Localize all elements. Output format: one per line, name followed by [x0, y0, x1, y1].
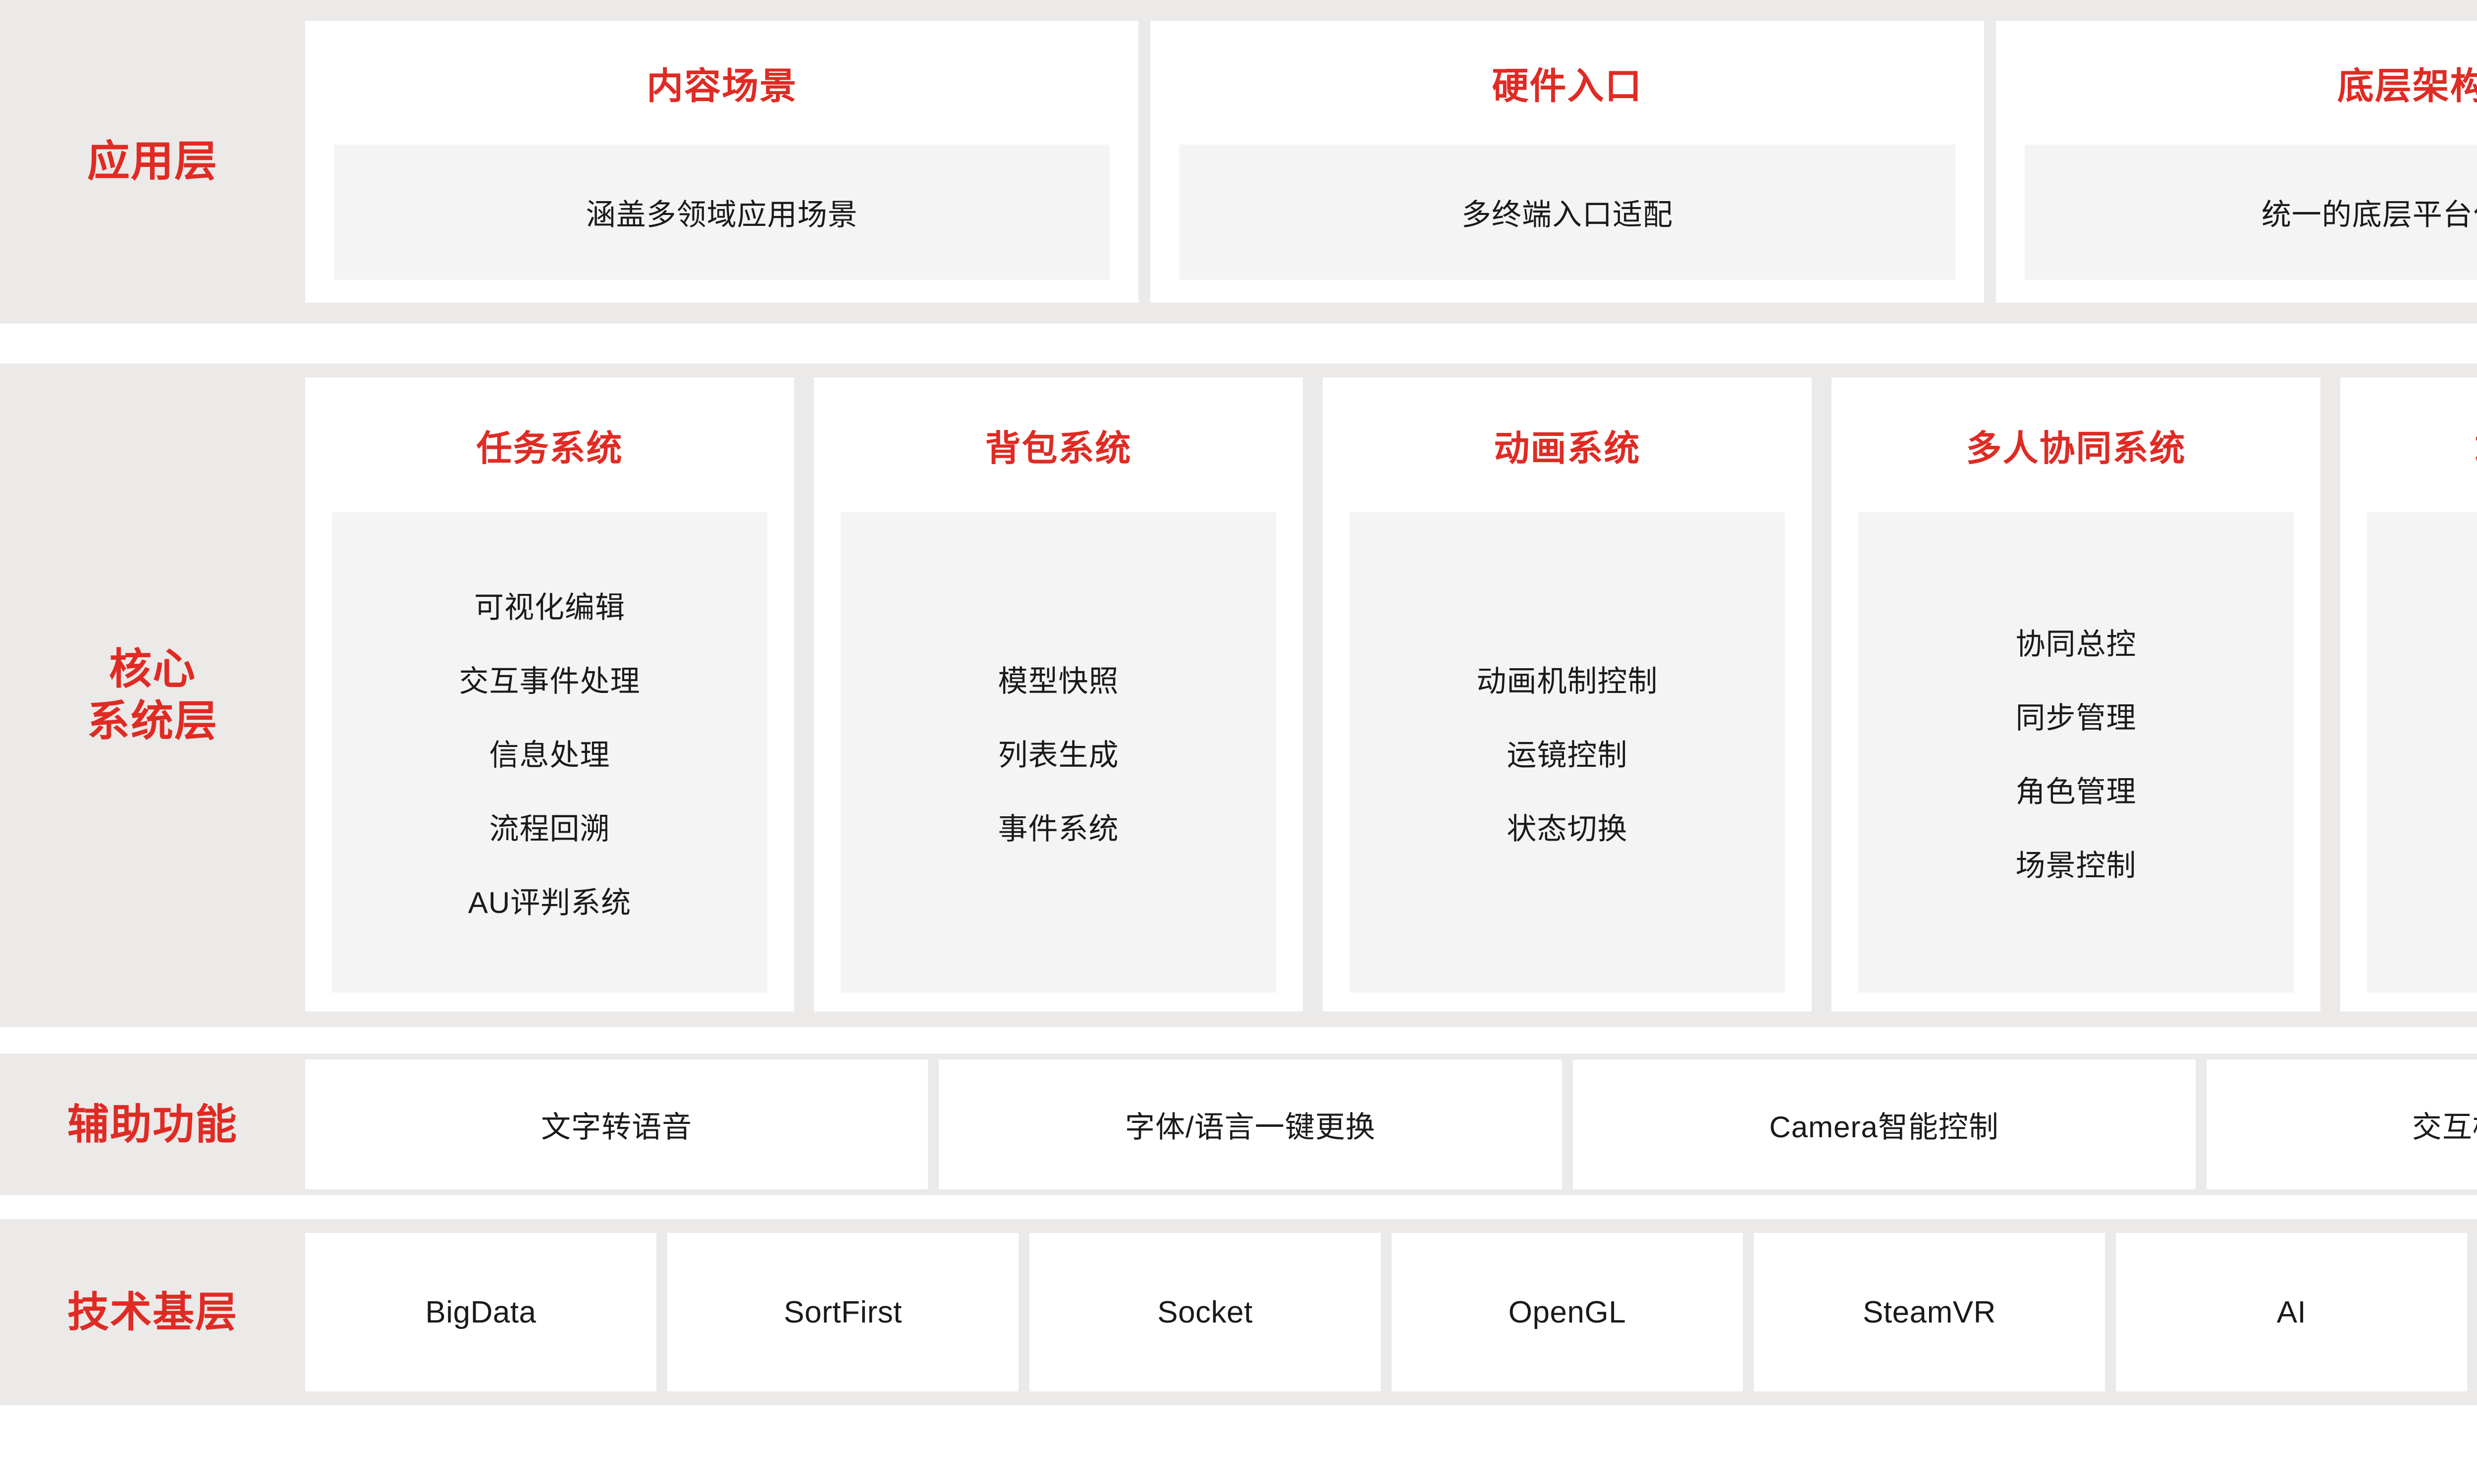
auxiliary-functions-label: 辅助功能	[67, 1101, 238, 1148]
core-card-items: 可视化编辑 交互事件处理 信息处理 流程回溯 AU评判系统	[332, 512, 767, 993]
application-card-description: 统一的底层平台化架构	[2024, 145, 2477, 280]
core-card-items: 动画机制控制 运镜控制 状态切换	[1349, 512, 1785, 993]
core-item: 角色管理	[2015, 775, 2137, 808]
core-system-layer-label: 核心 系统层	[0, 364, 305, 1027]
band-gap-1	[0, 323, 2477, 364]
core-card-items: 模型快照 列表生成 事件系统	[841, 512, 1276, 993]
auxiliary-functions-band: 辅助功能 文字转语音 字体/语言一键更换 Camera智能控制 交互模式切换屏	[0, 1054, 2477, 1195]
core-card-title: 动画系统	[1494, 428, 1641, 469]
core-item: 协同总控	[2015, 628, 2137, 661]
application-layer-band: 应用层 内容场景 涵盖多领域应用场景 硬件入口 多终端入口适配 底层架构 统一的…	[0, 0, 2477, 323]
core-item: AU评判系统	[468, 886, 632, 919]
tech-card-socket[interactable]: Socket	[1029, 1233, 1381, 1391]
core-card-title: 任务系统	[476, 428, 623, 469]
band-gap-2	[0, 1027, 2477, 1054]
core-item: 动画机制控制	[1476, 664, 1658, 698]
tech-card-sortfirst[interactable]: SortFirst	[667, 1233, 1019, 1391]
aux-card-interaction-mode-switch[interactable]: 交互模式切换屏	[2206, 1060, 2477, 1189]
core-item: 可视化编辑	[474, 590, 625, 624]
application-card-content-scene[interactable]: 内容场景 涵盖多领域应用场景	[305, 21, 1139, 303]
band-gap-3	[0, 1195, 2477, 1219]
application-card-description: 多终端入口适配	[1179, 145, 1955, 280]
core-card-animation-system[interactable]: 动画系统 动画机制控制 运镜控制 状态切换	[1323, 377, 1812, 1011]
core-item: 事件系统	[998, 812, 1119, 846]
tech-card-bigdata[interactable]: BigData	[305, 1233, 656, 1391]
core-system-layer-band: 核心 系统层 任务系统 可视化编辑 交互事件处理 信息处理 流程回溯 AU评判系…	[0, 364, 2477, 1027]
technology-base-band: 技术基层 BigData SortFirst Socket OpenGL Ste…	[0, 1219, 2477, 1405]
tech-card-ai[interactable]: AI	[2116, 1233, 2467, 1391]
core-item: 列表生成	[998, 738, 1119, 772]
core-card-title: 端口适配系统	[2340, 377, 2477, 512]
application-card-title: 硬件入口	[1492, 65, 1643, 106]
aux-card-text-to-speech[interactable]: 文字转语音	[305, 1060, 928, 1189]
technology-base-cards: BigData SortFirst Socket OpenGL SteamVR …	[305, 1219, 2477, 1405]
band-gap-bottom	[0, 1405, 2477, 1484]
auxiliary-functions-cards: 文字转语音 字体/语言一键更换 Camera智能控制 交互模式切换屏	[305, 1054, 2477, 1195]
core-card-title: 背包系统	[985, 428, 1132, 469]
core-card-title: 多人协同系统	[1966, 428, 2186, 469]
core-item: 运镜控制	[1507, 738, 1628, 772]
core-system-layer-cards: 任务系统 可视化编辑 交互事件处理 信息处理 流程回溯 AU评判系统 背包系统 …	[305, 364, 2477, 1027]
core-item: 流程回溯	[489, 812, 610, 846]
application-layer-cards: 内容场景 涵盖多领域应用场景 硬件入口 多终端入口适配 底层架构 统一的底层平台…	[305, 0, 2477, 323]
application-card-hardware-entry[interactable]: 硬件入口 多终端入口适配	[1150, 21, 1984, 303]
application-card-title: 底层架构	[2337, 65, 2477, 106]
core-item: 模型快照	[998, 664, 1119, 698]
technology-base-label: 技术基层	[67, 1288, 238, 1335]
tech-card-opengl[interactable]: OpenGL	[1392, 1233, 1743, 1391]
core-card-port-adaptation-system[interactable]: 端口适配系统 交互映射 UI智能处理 SDK接入 模拟智能处理	[2340, 377, 2477, 1011]
core-item: 交互事件处理	[459, 664, 641, 698]
core-card-backpack-system[interactable]: 背包系统 模型快照 列表生成 事件系统	[814, 377, 1303, 1011]
application-card-title: 内容场景	[646, 65, 798, 106]
tech-card-steamvr[interactable]: SteamVR	[1754, 1233, 2105, 1391]
core-item: 同步管理	[2015, 701, 2137, 735]
core-layer-label-line-1: 核心	[109, 645, 196, 693]
aux-card-font-language-switch[interactable]: 字体/语言一键更换	[939, 1060, 1562, 1189]
aux-card-camera-smart-control[interactable]: Camera智能控制	[1572, 1060, 2196, 1189]
core-layer-label-line-2: 系统层	[87, 697, 218, 745]
application-card-description: 涵盖多领域应用场景	[334, 145, 1110, 280]
application-layer-label: 应用层	[87, 138, 218, 186]
core-card-items: 交互映射 UI智能处理 SDK接入 模拟智能处理	[2367, 512, 2477, 993]
core-item: 信息处理	[489, 738, 610, 772]
core-item: 场景控制	[2015, 849, 2137, 882]
application-card-base-architecture[interactable]: 底层架构 统一的底层平台化架构	[1995, 21, 2477, 303]
core-card-items: 协同总控 同步管理 角色管理 场景控制	[1858, 512, 2294, 993]
core-card-task-system[interactable]: 任务系统 可视化编辑 交互事件处理 信息处理 流程回溯 AU评判系统	[305, 377, 794, 1011]
core-card-multiuser-collaboration-system[interactable]: 多人协同系统 协同总控 同步管理 角色管理 场景控制	[1831, 377, 2320, 1011]
core-item: 状态切换	[1507, 812, 1628, 846]
